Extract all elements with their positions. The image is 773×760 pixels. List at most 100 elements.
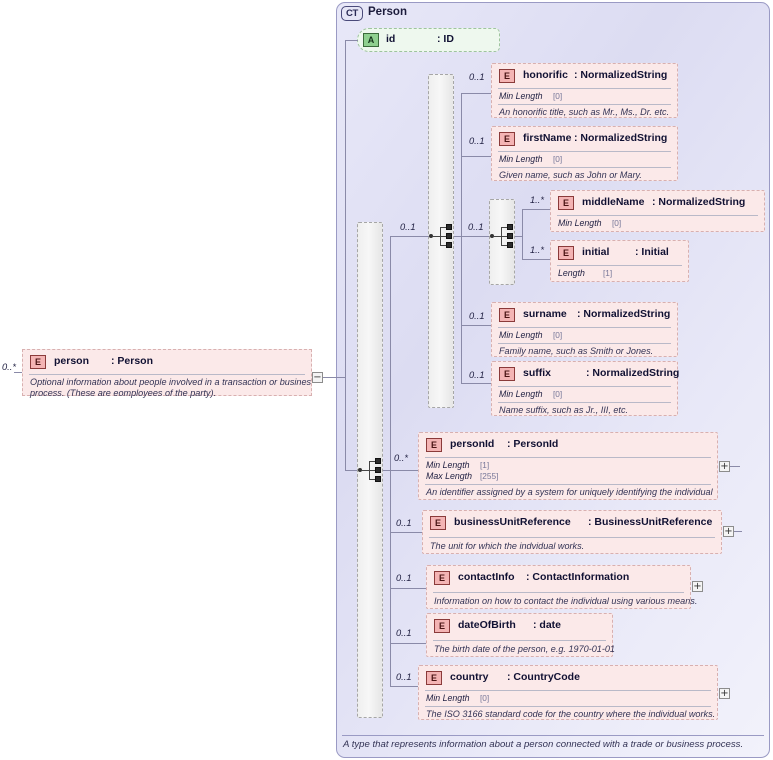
connector-name-group-stem — [418, 236, 429, 237]
attribute-box-id[interactable] — [357, 28, 500, 52]
divider — [498, 402, 671, 403]
element-icon: E — [499, 69, 515, 83]
element-name-initial: initial — [582, 246, 610, 258]
element-type-middlename: : NormalizedString — [652, 196, 746, 208]
element-box-middlename[interactable]: E middleName : NormalizedString Min Leng… — [550, 190, 765, 232]
facet-value-min-length: [0] — [553, 330, 563, 340]
divider — [425, 457, 711, 458]
element-doc-contactinfo: Information on how to contact the indivi… — [434, 596, 698, 606]
element-box-contactinfo[interactable]: E contactInfo : ContactInformation Infor… — [426, 565, 697, 609]
expand-button-businessunitreference[interactable]: + — [723, 526, 734, 537]
element-box-country[interactable]: E country : CountryCode Min Length [0] T… — [418, 665, 718, 720]
element-icon: E — [434, 619, 450, 633]
element-box-businessunitreference[interactable]: E businessUnitReference : BusinessUnitRe… — [422, 510, 722, 554]
divider — [557, 265, 682, 266]
element-icon: E — [499, 367, 515, 381]
element-doc-country: The ISO 3166 standard code for the count… — [426, 709, 716, 719]
element-icon: E — [558, 196, 574, 210]
element-box-personid[interactable]: E personId : PersonId Min Length [1] Max… — [418, 432, 718, 500]
connector-ct-rail — [345, 40, 346, 470]
cardinality-suffix: 0..1 — [469, 370, 485, 380]
element-doc-firstname: Given name, such as John or Mary. — [499, 170, 642, 180]
element-box-surname[interactable]: E surname : NormalizedString Min Length … — [491, 302, 678, 357]
facet-label-max-length: Max Length — [426, 471, 472, 481]
connector-middle-group — [461, 236, 489, 237]
facet-label-min-length: Min Length — [426, 460, 470, 470]
facet-label-min-length: Min Length — [499, 154, 543, 164]
element-box-firstname[interactable]: E firstName : NormalizedString Min Lengt… — [491, 126, 678, 181]
connector-contactinfo — [390, 588, 426, 589]
element-doc-surname: Family name, such as Smith or Jones. — [499, 346, 654, 356]
element-type-surname: : NormalizedString — [577, 308, 671, 320]
connector-middle-rail — [522, 209, 523, 259]
facet-value-min-length: [0] — [553, 154, 563, 164]
divider — [433, 640, 606, 641]
sequence-icon-middle — [490, 224, 516, 248]
divider — [498, 167, 671, 168]
element-name-firstname: firstName — [523, 132, 572, 144]
element-type-personid: : PersonId — [507, 438, 559, 450]
cardinality-middle-group: 0..1 — [468, 222, 484, 232]
facet-value-min-length: [0] — [612, 218, 622, 228]
facet-label-min-length: Min Length — [558, 218, 602, 228]
connector-middle-stem — [515, 236, 523, 237]
element-doc-dateofbirth: The birth date of the person, e.g. 1970-… — [434, 644, 615, 654]
element-box-initial[interactable]: E initial : Initial Length [1] — [550, 240, 689, 282]
element-icon: E — [30, 355, 46, 369]
element-name-surname: surname — [523, 308, 567, 320]
complex-type-documentation: A type that represents information about… — [343, 739, 744, 750]
expand-button-country[interactable]: + — [719, 688, 730, 699]
divider — [429, 537, 715, 538]
facet-value-min-length: [0] — [553, 389, 563, 399]
element-box-person[interactable]: E person : Person Optional information a… — [22, 349, 312, 398]
connector-person-in — [14, 372, 22, 373]
element-box-suffix[interactable]: E suffix : NormalizedString Min Length [… — [491, 361, 680, 416]
facet-value-min-length: [0] — [480, 693, 490, 703]
connector-to-root-sequence — [345, 470, 357, 471]
expand-button-contactinfo[interactable]: + — [692, 581, 703, 592]
element-doc-person-line2: process. (These are eomployees of the pa… — [30, 388, 217, 398]
cardinality-middlename: 1..* — [530, 195, 544, 205]
facet-label-length: Length — [558, 268, 585, 278]
divider — [498, 327, 671, 328]
element-name-suffix: suffix — [523, 367, 552, 379]
divider — [498, 88, 671, 89]
element-doc-honorific: An honorific title, such as Mr., Ms., Dr… — [499, 107, 670, 117]
facet-value-min-length: [0] — [553, 91, 563, 101]
connector-businessunitreference — [390, 532, 422, 533]
element-type-suffix: : NormalizedString — [586, 367, 680, 379]
element-box-dateofbirth[interactable]: E dateOfBirth : date The birth date of t… — [426, 613, 615, 657]
connector-person-to-ct — [323, 377, 345, 378]
connector-dateofbirth — [390, 643, 426, 644]
connector-country — [390, 686, 418, 687]
divider — [425, 484, 711, 485]
divider — [498, 386, 671, 387]
element-box-honorific[interactable]: E honorific : NormalizedString Min Lengt… — [491, 63, 678, 118]
cardinality-person: 0..* — [2, 362, 16, 372]
collapse-button-person[interactable]: − — [312, 372, 323, 383]
element-type-firstname: : NormalizedString — [574, 132, 668, 144]
facet-label-min-length: Min Length — [426, 693, 470, 703]
connector-personid — [390, 470, 418, 471]
cardinality-surname: 0..1 — [469, 311, 485, 321]
expand-button-personid[interactable]: + — [719, 461, 730, 472]
divider — [498, 343, 671, 344]
divider — [498, 151, 671, 152]
connector-outer-stem — [383, 470, 391, 471]
connector-initial — [522, 259, 550, 260]
connector-middlename — [522, 209, 550, 210]
element-icon: E — [426, 438, 442, 452]
connector-expander-personid — [730, 466, 740, 467]
connector-honorific — [461, 93, 491, 94]
element-icon: E — [430, 516, 446, 530]
connector-name-rail — [461, 93, 462, 383]
facet-value-max-length: [255] — [480, 471, 499, 481]
element-name-personid: personId — [450, 438, 495, 450]
facet-label-min-length: Min Length — [499, 389, 543, 399]
divider — [498, 104, 671, 105]
cardinality-firstname: 0..1 — [469, 136, 485, 146]
element-type-dateofbirth: : date — [533, 619, 562, 631]
element-icon: E — [558, 246, 574, 260]
element-name-businessunitreference: businessUnitReference — [454, 516, 571, 528]
